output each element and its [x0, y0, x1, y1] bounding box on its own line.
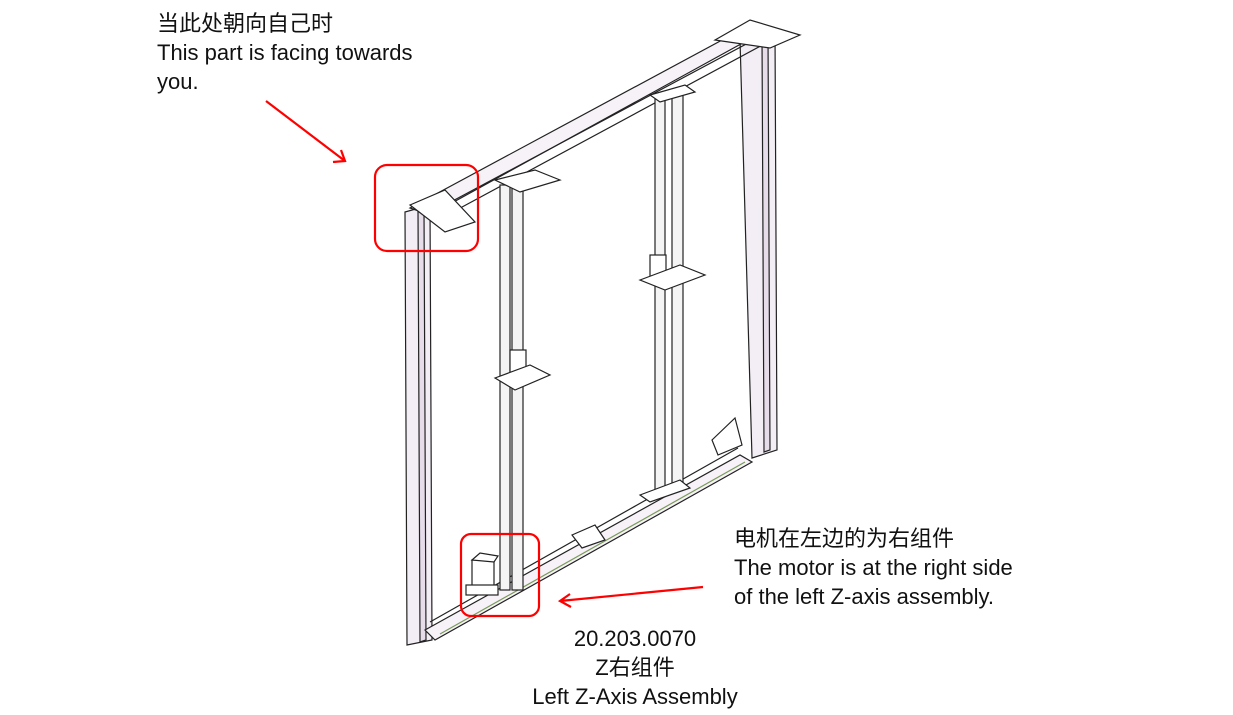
left-lead-screw — [493, 169, 562, 591]
corner-bracket — [711, 416, 743, 456]
top-rail — [408, 19, 802, 233]
arrow-to-top-corner — [265, 100, 347, 164]
highlight-box-top-corner — [373, 163, 480, 253]
part-name-en: Left Z-Axis Assembly — [532, 684, 738, 709]
top-annotation-zh: 当此处朝向自己时 — [157, 11, 334, 36]
top-annotation-en-1: This part is facing towards — [157, 40, 413, 65]
highlight-box-motor — [459, 532, 541, 618]
top-annotation-en-2: you. — [157, 69, 199, 94]
motor-annotation: 电机在左边的为右组件 The motor is at the right sid… — [734, 524, 1013, 611]
assembly-caption: 20.203.0070 Z右组件 Left Z-Axis Assembly — [520, 624, 750, 711]
right-lead-screw — [638, 84, 707, 503]
motor-annotation-en-2: of the left Z-axis assembly. — [734, 584, 995, 609]
left-post — [404, 204, 433, 646]
bottom-rail — [424, 447, 754, 641]
stepper-motor — [465, 552, 500, 596]
right-post — [739, 29, 778, 459]
part-name-zh: Z右组件 — [595, 655, 675, 680]
motor-annotation-en-1: The motor is at the right side — [734, 555, 1013, 580]
motor-annotation-zh: 电机在左边的为右组件 — [734, 526, 955, 551]
arrow-to-motor — [557, 585, 704, 608]
top-annotation: 当此处朝向自己时 This part is facing towards you… — [157, 9, 413, 96]
part-number: 20.203.0070 — [573, 626, 697, 651]
